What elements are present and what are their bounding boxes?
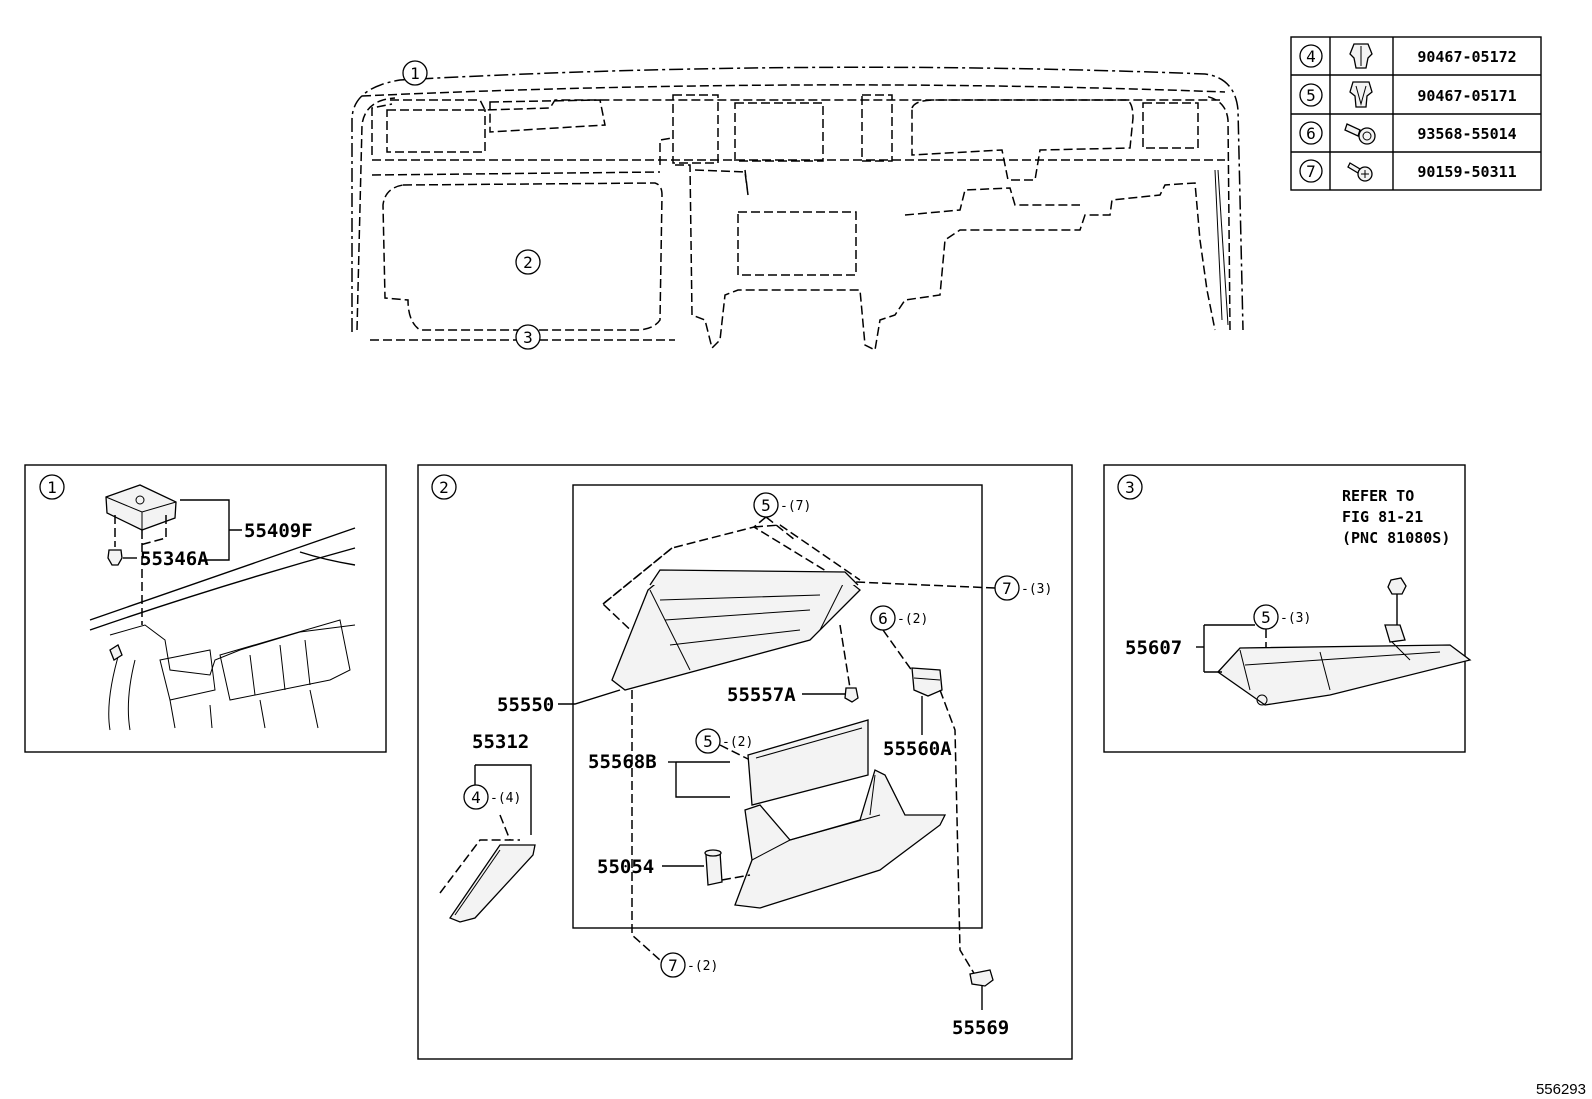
fastener-row-7[interactable]: 7 90159-50311: [1299, 159, 1517, 183]
label-55569: 55569: [952, 1017, 1009, 1039]
svg-text:5: 5: [1261, 608, 1271, 627]
svg-text:4: 4: [1306, 47, 1316, 66]
panel-2-callout[interactable]: 2: [431, 474, 457, 500]
part-55550[interactable]: [611, 569, 861, 691]
callout-4-qty-4[interactable]: 4 -(4): [463, 784, 521, 810]
callout-3-top[interactable]: 3: [515, 324, 541, 350]
refer-note-line-3: (PNC 81080S): [1342, 529, 1450, 547]
svg-text:5: 5: [761, 496, 771, 515]
svg-text:90467-05171: 90467-05171: [1417, 87, 1516, 105]
svg-text:1: 1: [47, 478, 57, 497]
svg-text:3: 3: [523, 328, 533, 347]
refer-part-nut[interactable]: [1387, 577, 1407, 595]
fastener-row-5[interactable]: 5 90467-05171: [1299, 81, 1517, 108]
svg-text:3: 3: [1125, 478, 1135, 497]
label-55054: 55054: [597, 856, 654, 878]
svg-text:5: 5: [703, 732, 713, 751]
label-55409F: 55409F: [244, 520, 313, 542]
part-55346A[interactable]: [107, 549, 123, 566]
callout-6-qty-2[interactable]: 6 -(2): [870, 605, 928, 631]
part-55557A[interactable]: [844, 687, 859, 703]
callout-7-qty-3[interactable]: 7 -(3): [994, 575, 1052, 601]
refer-note-line-1: REFER TO: [1342, 487, 1414, 505]
svg-text:-(3): -(3): [1021, 582, 1052, 597]
svg-text:5: 5: [1306, 86, 1316, 105]
svg-text:90467-05172: 90467-05172: [1417, 48, 1516, 66]
part-55409F[interactable]: [105, 484, 177, 531]
svg-text:4: 4: [471, 788, 481, 807]
fastener-row-4[interactable]: 4 90467-05172: [1299, 43, 1517, 69]
detail-panel-2: 2 55550 5 -(7) 7 -(3): [417, 464, 1073, 1060]
screw-icon: [1347, 162, 1373, 182]
label-55557A: 55557A: [727, 684, 796, 706]
instrument-panel-overview: [351, 66, 1244, 352]
svg-text:7: 7: [1306, 162, 1316, 181]
svg-text:7: 7: [668, 956, 678, 975]
svg-text:-(3): -(3): [1280, 611, 1311, 626]
label-55560A: 55560A: [883, 738, 952, 760]
svg-text:-(2): -(2): [687, 959, 718, 974]
callout-7-qty-2[interactable]: 7 -(2): [660, 952, 718, 978]
refer-note-line-2: FIG 81-21: [1342, 508, 1423, 526]
part-55607[interactable]: [1217, 624, 1472, 706]
label-55312: 55312: [472, 731, 529, 753]
panel-1-callout[interactable]: 1: [39, 474, 65, 500]
svg-text:90159-50311: 90159-50311: [1417, 163, 1516, 181]
svg-text:2: 2: [523, 253, 533, 272]
figure-number: 556293: [1536, 1081, 1586, 1098]
callout-5-qty-7[interactable]: 5 -(7): [753, 492, 811, 518]
detail-panel-1: 1 55346A 55409F: [24, 464, 387, 753]
label-55607: 55607: [1125, 637, 1182, 659]
callout-1-top[interactable]: 1: [402, 60, 428, 86]
svg-text:2: 2: [439, 478, 449, 497]
part-55312[interactable]: [449, 844, 536, 923]
svg-text:6: 6: [1306, 124, 1316, 143]
part-55568B[interactable]: [747, 719, 869, 806]
svg-text:-(4): -(4): [490, 791, 521, 806]
svg-text:7: 7: [1002, 579, 1012, 598]
svg-text:-(7): -(7): [780, 499, 811, 514]
callout-5-qty-3[interactable]: 5 -(3): [1253, 604, 1311, 630]
fastener-table: 4 90467-05172 5 90467-05171 6 9: [1290, 36, 1542, 191]
part-55569[interactable]: [969, 969, 994, 987]
glove-box-door[interactable]: [734, 769, 947, 909]
part-55054[interactable]: [704, 849, 723, 886]
label-55568B: 55568B: [588, 751, 657, 773]
clip-icon: [1349, 81, 1373, 108]
svg-text:1: 1: [410, 64, 420, 83]
svg-text:6: 6: [878, 609, 888, 628]
callout-2-top[interactable]: 2: [515, 249, 541, 275]
fastener-row-6[interactable]: 6 93568-55014: [1299, 121, 1517, 145]
svg-text:-(2): -(2): [722, 735, 753, 750]
label-55550: 55550: [497, 694, 554, 716]
detail-panel-3: 3 REFER TO FIG 81-21 (PNC 81080S) 5 -(3)…: [1103, 464, 1472, 753]
svg-text:-(2): -(2): [897, 612, 928, 627]
panel-3-callout[interactable]: 3: [1117, 474, 1143, 500]
bolt-icon: [1344, 123, 1376, 145]
callout-5-qty-2[interactable]: 5 -(2): [695, 728, 753, 754]
svg-text:93568-55014: 93568-55014: [1417, 125, 1516, 143]
part-55560A[interactable]: [911, 667, 943, 697]
label-55346A: 55346A: [140, 548, 209, 570]
clip-icon: [1349, 43, 1373, 69]
